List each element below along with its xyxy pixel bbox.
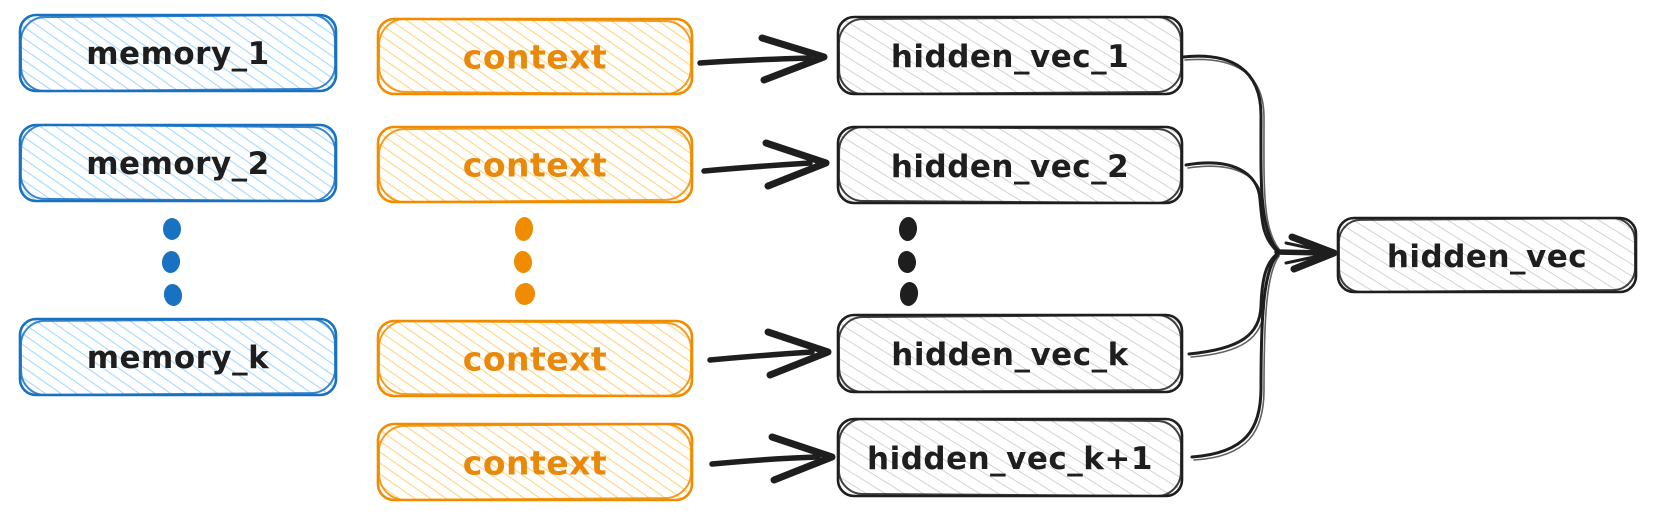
dot <box>161 251 181 273</box>
node-context-4: context <box>376 422 694 502</box>
dot <box>514 217 534 241</box>
node-memory-2: memory_2 <box>18 123 338 203</box>
arrow-context-to-hidden-2 <box>701 139 830 190</box>
connector-hidden-k-plus-1-to-output <box>1190 253 1280 461</box>
context-1-label: context <box>463 38 607 77</box>
node-memory-1: memory_1 <box>18 13 338 93</box>
memory-2-label: memory_2 <box>86 146 270 182</box>
context-3-label: context <box>463 340 607 379</box>
node-hidden-vec-k-plus-1: hidden_vec_k+1 <box>836 417 1184 498</box>
merge-arrow <box>1274 233 1338 273</box>
context-2-label: context <box>463 146 607 185</box>
arrow-context-to-hidden-4 <box>709 433 836 484</box>
node-context-2: context <box>376 125 694 204</box>
dot <box>163 218 181 240</box>
hidden-vec-k-plus-1-label: hidden_vec_k+1 <box>867 441 1153 477</box>
dot <box>163 284 183 306</box>
dot <box>514 283 536 305</box>
context-ellipsis-dots <box>513 217 536 305</box>
memory-k-label: memory_k <box>87 340 270 376</box>
connector-hidden-k-to-output <box>1187 252 1280 358</box>
arrow-context-to-hidden-1 <box>697 34 828 84</box>
node-context-3: context <box>376 319 694 398</box>
dot <box>513 251 533 273</box>
dot <box>898 217 918 241</box>
node-hidden-vec-2: hidden_vec_2 <box>836 125 1184 205</box>
dot <box>899 282 919 306</box>
node-hidden-vec-1: hidden_vec_1 <box>836 15 1184 96</box>
node-hidden-vec-output: hidden_vec <box>1336 216 1638 294</box>
hidden-vec-1-label: hidden_vec_1 <box>891 39 1129 75</box>
arrow-context-to-hidden-3 <box>707 328 832 379</box>
memory-1-label: memory_1 <box>86 36 270 72</box>
hidden-vec-2-label: hidden_vec_2 <box>891 149 1129 185</box>
dot <box>897 251 917 273</box>
connector-hidden-2-to-output <box>1184 161 1280 253</box>
hidden-vec-output-label: hidden_vec <box>1387 239 1587 275</box>
context-4-label: context <box>463 444 607 483</box>
hidden-ellipsis-dots <box>897 217 919 306</box>
node-hidden-vec-k: hidden_vec_k <box>836 313 1184 394</box>
node-memory-k: memory_k <box>18 317 338 397</box>
memory-ellipsis-dots <box>161 218 183 306</box>
hidden-vec-k-label: hidden_vec_k <box>891 337 1129 373</box>
node-context-1: context <box>376 17 694 96</box>
